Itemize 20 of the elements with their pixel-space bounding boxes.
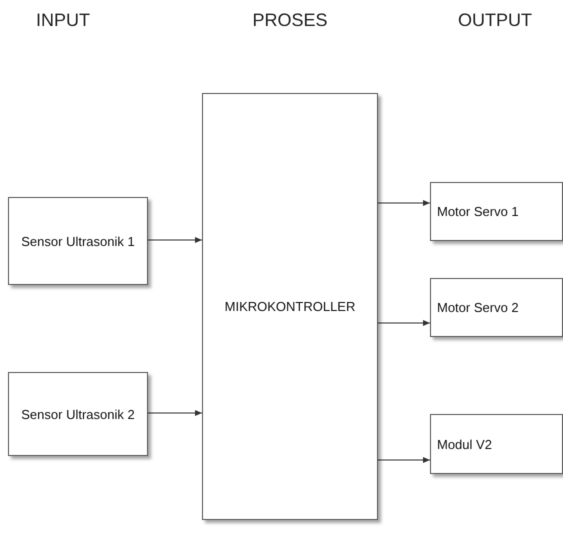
box-label: Motor Servo 1 — [437, 204, 519, 219]
arrow — [378, 457, 430, 463]
process-box — [8, 197, 148, 285]
box-label: Modul V2 — [437, 436, 492, 452]
column-heading: OUTPUT — [458, 10, 532, 31]
process-box — [202, 93, 378, 520]
process-box — [8, 372, 148, 456]
arrow — [148, 410, 202, 416]
arrow — [378, 200, 430, 206]
process-box — [430, 278, 563, 337]
column-heading: INPUT — [36, 10, 90, 31]
arrow — [378, 320, 430, 326]
box-label: Sensor Ultrasonik 2 — [21, 406, 135, 422]
box-label: Motor Servo 2 — [437, 300, 519, 315]
arrow — [148, 237, 202, 243]
process-box — [430, 414, 563, 474]
column-heading: PROSES — [252, 10, 328, 31]
box-label: Sensor Ultrasonik 1 — [21, 234, 135, 248]
process-box — [430, 182, 563, 241]
box-label: MIKROKONTROLLER — [224, 299, 356, 314]
